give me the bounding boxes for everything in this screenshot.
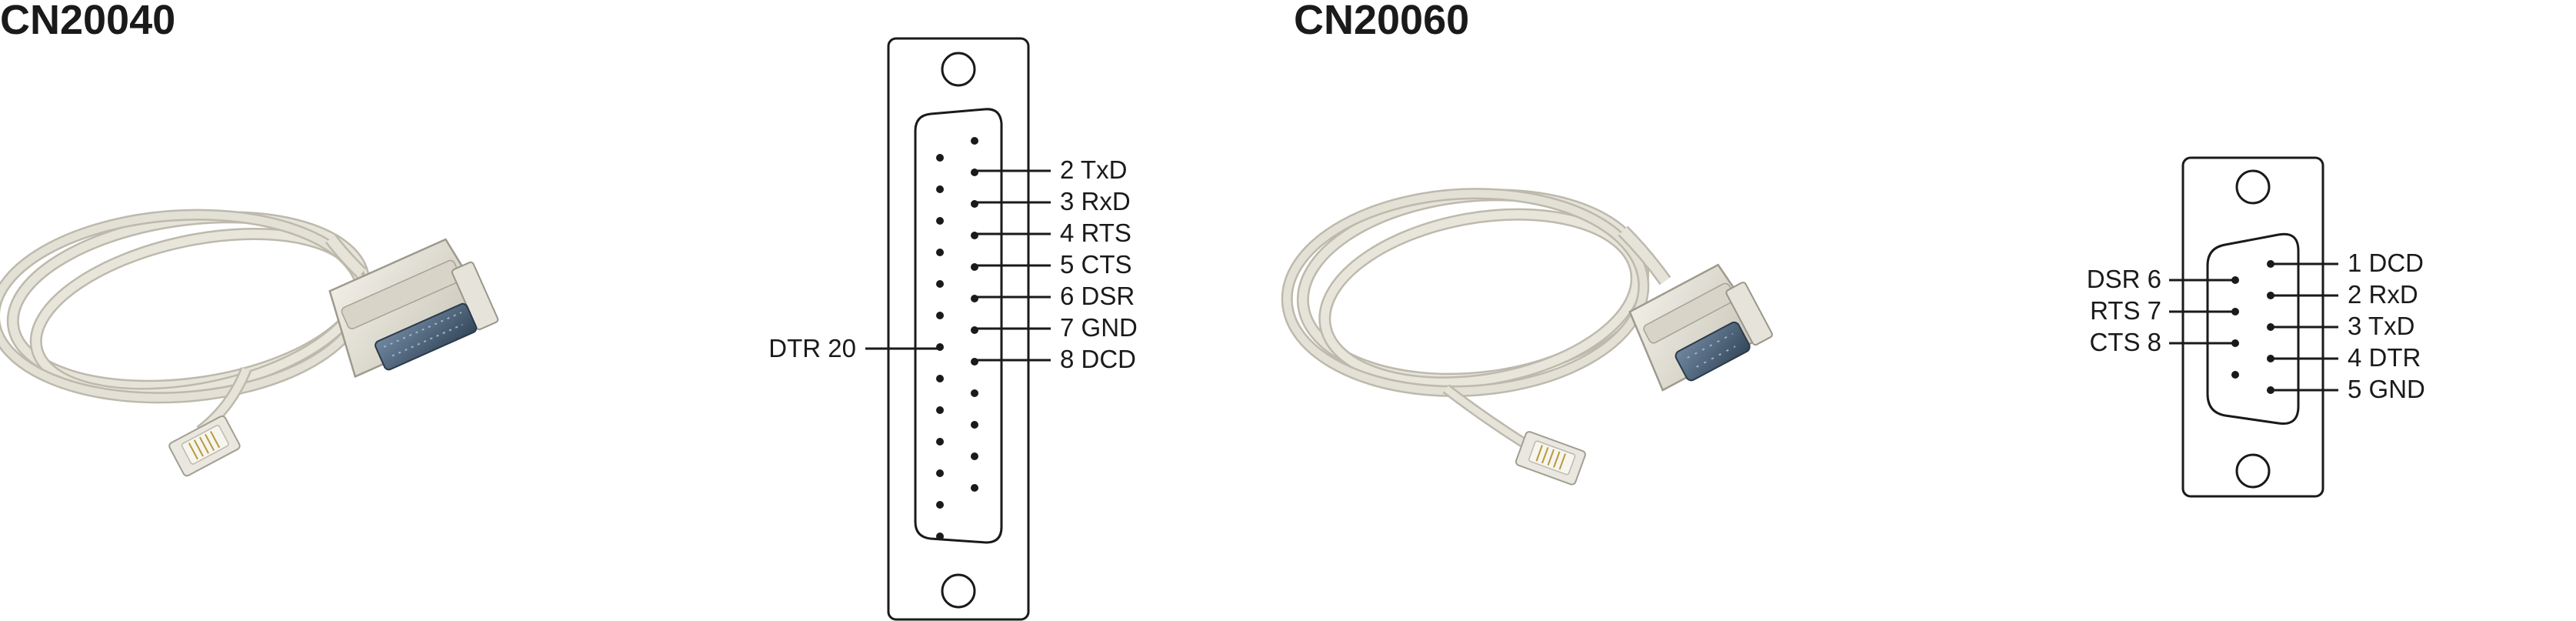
- db25-pin: [971, 452, 978, 460]
- pin-label-3-rxd: 3 RxD: [1060, 187, 1131, 215]
- db25-pin: [936, 406, 944, 414]
- db25-pin: [936, 501, 944, 509]
- pin-label-7-gnd: 7 GND: [1060, 313, 1138, 342]
- db25-pin: [936, 217, 944, 225]
- db25-pin: [971, 137, 978, 145]
- pin-label-5-cts: 5 CTS: [1060, 250, 1132, 279]
- pin-label-1-dcd: 1 DCD: [2348, 249, 2424, 277]
- cable-photo-cn20040: [0, 209, 499, 477]
- db25-pin: [936, 185, 944, 193]
- db25-pin: [936, 280, 944, 288]
- db25-pin: [971, 484, 978, 492]
- db25-pin: [936, 375, 944, 382]
- db25-pin: [936, 154, 944, 162]
- pin-label-dsr-6: DSR 6: [2087, 265, 2161, 293]
- pin-label-cts-8: CTS 8: [2089, 328, 2161, 356]
- pin-label-3-txd: 3 TxD: [2348, 312, 2414, 340]
- db9-pinout-diagram: 1 DCD 2 RxD 3 TxD 4 DTR 5 GND DSR 6 RTS …: [2087, 156, 2425, 498]
- cable-photo-cn20060: [1281, 188, 1773, 486]
- pin-label-rts-7: RTS 7: [2090, 296, 2161, 325]
- db25-pin: [971, 389, 978, 397]
- pin-label-dtr-20: DTR 20: [768, 334, 856, 362]
- pin-label-8-dcd: 8 DCD: [1060, 345, 1136, 373]
- pin-label-4-rts: 4 RTS: [1060, 219, 1131, 247]
- db25-pinout-diagram: 2 TxD 3 RxD 4 RTS 5 CTS 6 DSR 7 GND 8 DC…: [768, 37, 1138, 621]
- db25-pin: [936, 249, 944, 256]
- pin-label-4-dtr: 4 DTR: [2348, 343, 2421, 372]
- db25-pin: [936, 312, 944, 319]
- pin-label-5-gnd: 5 GND: [2348, 375, 2425, 403]
- db25-pin: [936, 533, 944, 540]
- product-title-cn20060: CN20060: [1294, 0, 1470, 43]
- product-title-cn20040: CN20040: [0, 0, 176, 43]
- pin-label-6-dsr: 6 DSR: [1060, 282, 1135, 310]
- pin-label-2-rxd: 2 RxD: [2348, 280, 2418, 309]
- db9-pin: [2231, 371, 2239, 379]
- db25-pin: [936, 469, 944, 477]
- db25-pin: [936, 438, 944, 446]
- pin-label-2-txd: 2 TxD: [1060, 155, 1127, 184]
- db25-pin: [971, 421, 978, 429]
